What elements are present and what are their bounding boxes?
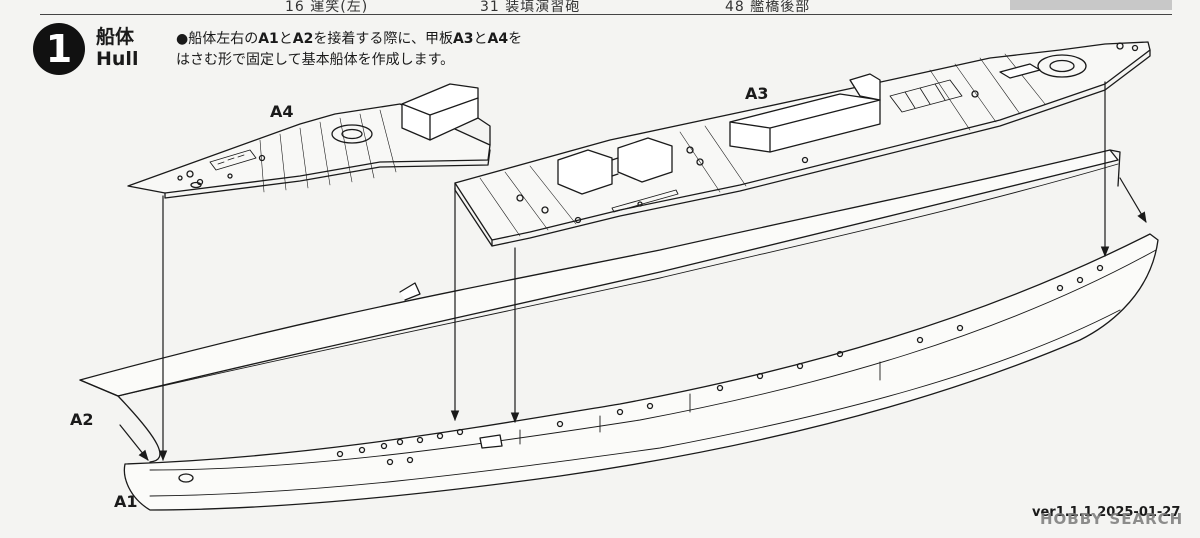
header-part-48: 48 艦橋後部 [725,0,811,15]
instruction-t3: を接着する際に、甲板 [313,31,453,47]
watermark-text: HOBBY SEARCH [1040,510,1184,528]
label-a4: A4 [270,102,294,121]
instruction-t1: 船体左右の [188,31,259,47]
label-a1: A1 [114,492,138,511]
arrow-a2-stern-join [119,424,149,461]
header-grey-block [1010,0,1172,10]
header-part-16: 16 運笑(左) [285,0,369,15]
arrow-a2-bow-join [1119,177,1147,223]
instruction-part-a4: A4 [487,31,509,47]
instruction-line2: はさむ形で固定して基本船体を作成します。 [176,52,455,68]
hull-part-a2 [79,149,1121,463]
assembly-arrows [119,81,1147,462]
instruction-part-a2: A2 [292,31,314,47]
label-a3: A3 [745,84,769,103]
deck-part-a3 [454,41,1151,247]
instruction-t4: と [473,31,488,47]
step-title-jp: 船体 [96,26,135,48]
hull-part-a1 [123,233,1159,511]
instruction-part-a1: A1 [258,31,279,47]
deck-part-a4 [127,83,491,199]
instruction-text: ●船体左右のA1とA2を接着する際に、甲板A3とA4を はさむ形で固定して基本船… [176,29,522,71]
label-a2: A2 [70,410,94,429]
instruction-t5: を [508,31,523,47]
header-rule [40,14,1172,15]
step-number-badge: 1 [33,23,85,75]
instruction-bullet: ● [176,31,189,47]
version-text: ver1.1.1 2025-01-27 [1032,505,1181,520]
instruction-part-a3: A3 [452,31,474,47]
step-title-en: Hull [96,48,139,70]
instruction-t2: と [278,31,293,47]
header-part-31: 31 装填演習砲 [480,0,581,15]
